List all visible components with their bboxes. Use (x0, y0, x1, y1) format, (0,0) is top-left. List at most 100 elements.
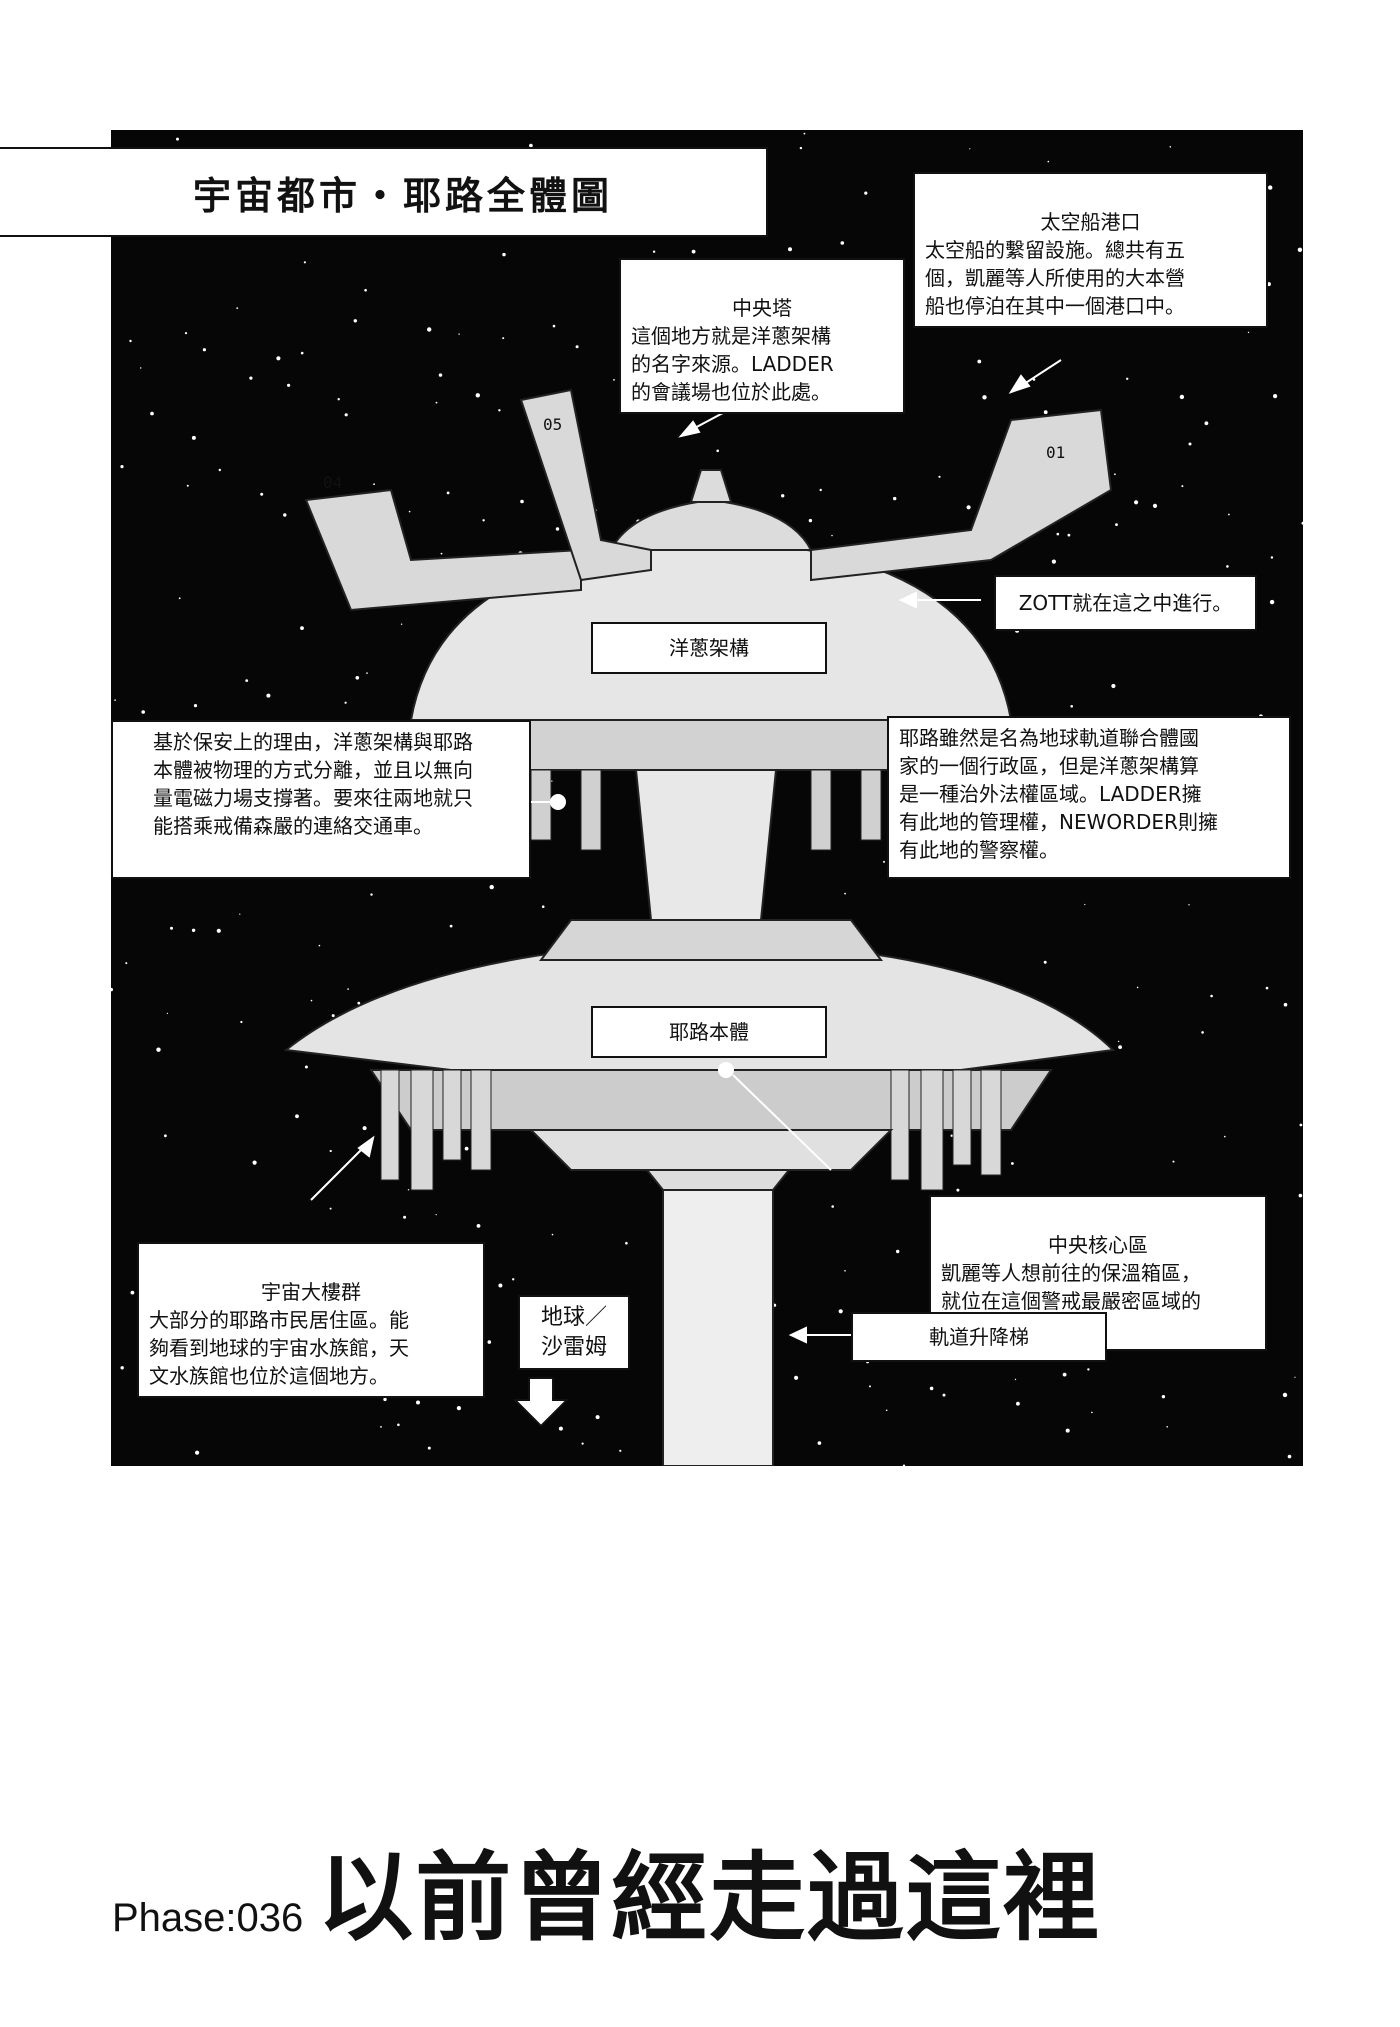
star (114, 699, 116, 701)
star (366, 672, 368, 674)
star (245, 679, 249, 682)
star (1287, 1454, 1292, 1459)
star (191, 435, 196, 440)
star (883, 860, 885, 863)
star (329, 1149, 332, 1153)
star (1298, 1193, 1303, 1198)
star (950, 1134, 953, 1137)
callout-arrows (310, 359, 1062, 1344)
star (1179, 394, 1185, 400)
star (140, 367, 142, 369)
star (502, 252, 506, 257)
callout-zott: ZOTT就在這之中進行。 (994, 575, 1257, 631)
star (283, 513, 287, 517)
star (487, 1340, 492, 1344)
star (193, 704, 198, 708)
star (435, 401, 438, 404)
star (864, 191, 868, 195)
star (344, 701, 347, 704)
star (310, 999, 313, 1002)
star (1134, 500, 1139, 505)
star (982, 395, 987, 400)
star (347, 988, 349, 990)
star (287, 383, 291, 387)
star (397, 1423, 400, 1427)
star (164, 1134, 167, 1138)
star (893, 496, 897, 501)
star (464, 1146, 469, 1151)
star (456, 1406, 461, 1411)
star (125, 962, 128, 965)
connecting-neck (634, 769, 778, 921)
star (885, 1409, 888, 1412)
star (1161, 1395, 1166, 1399)
star (896, 1249, 900, 1254)
star (1301, 521, 1303, 525)
star (380, 1426, 382, 1428)
star (1043, 410, 1048, 415)
star (1273, 394, 1278, 399)
star (407, 1189, 410, 1191)
chapter-heading: Phase:036 以前曾經走過這裡 (112, 1820, 1101, 1954)
star (1136, 986, 1139, 989)
star (400, 623, 403, 625)
star (512, 1278, 515, 1281)
star (300, 351, 304, 355)
star (575, 345, 579, 349)
star (1070, 705, 1073, 708)
star (130, 1290, 135, 1295)
illustration-panel: 04 05 01 太空船港口太空船的繫留設施。總共有五 個，凱麗等人所使用的大本… (111, 130, 1303, 1466)
port-number-05: 05 (543, 415, 562, 434)
star (249, 376, 253, 380)
star (498, 1283, 503, 1288)
chapter-title: 以前曾經走過這裡 (317, 1841, 1102, 1954)
central-core-ring (528, 1129, 894, 1171)
connector-ring (539, 919, 883, 961)
star (449, 924, 453, 928)
star (129, 339, 132, 343)
star (489, 884, 494, 890)
star (266, 693, 271, 698)
star (482, 519, 485, 522)
star (364, 288, 367, 292)
star (541, 905, 545, 908)
star (966, 505, 971, 510)
callout-spaceship-port: 太空船港口太空船的繫留設施。總共有五 個，凱麗等人所使用的大本營 船也停泊在其中… (913, 172, 1268, 328)
star (581, 1442, 584, 1445)
star (1065, 1428, 1070, 1433)
star (373, 483, 375, 486)
star (831, 1205, 834, 1208)
label-orbital-elevator: 軌道升降梯 (851, 1312, 1107, 1362)
star (355, 676, 360, 680)
star (383, 1397, 387, 1402)
dock-arm-04 (304, 488, 582, 612)
star (558, 1426, 563, 1431)
label-earth-salem: 地球／ 沙雷姆 (518, 1295, 630, 1370)
star (120, 465, 124, 469)
star (1114, 473, 1116, 476)
star (808, 518, 813, 523)
star (942, 1393, 946, 1397)
onion-underside-fins (530, 769, 882, 851)
star (1188, 904, 1190, 906)
star (476, 1224, 481, 1228)
star (902, 1464, 906, 1466)
star (240, 1020, 243, 1024)
star (1126, 377, 1129, 380)
star (869, 1385, 871, 1388)
star (216, 928, 221, 933)
star (1299, 1123, 1303, 1127)
star (1169, 146, 1172, 148)
callout-security-separation: 基於保安上的理由，洋蔥架構與耶路 本體被物理的方式分離，並且以無向 量電磁力場支… (111, 720, 531, 879)
onion-structure-underside (468, 719, 954, 771)
star (178, 597, 181, 600)
star (1084, 903, 1086, 906)
star (353, 319, 357, 323)
star (716, 449, 719, 453)
star (150, 411, 154, 416)
star (803, 132, 806, 135)
star (1011, 1162, 1014, 1165)
star (613, 379, 615, 381)
star (458, 333, 460, 335)
star (403, 1215, 407, 1219)
